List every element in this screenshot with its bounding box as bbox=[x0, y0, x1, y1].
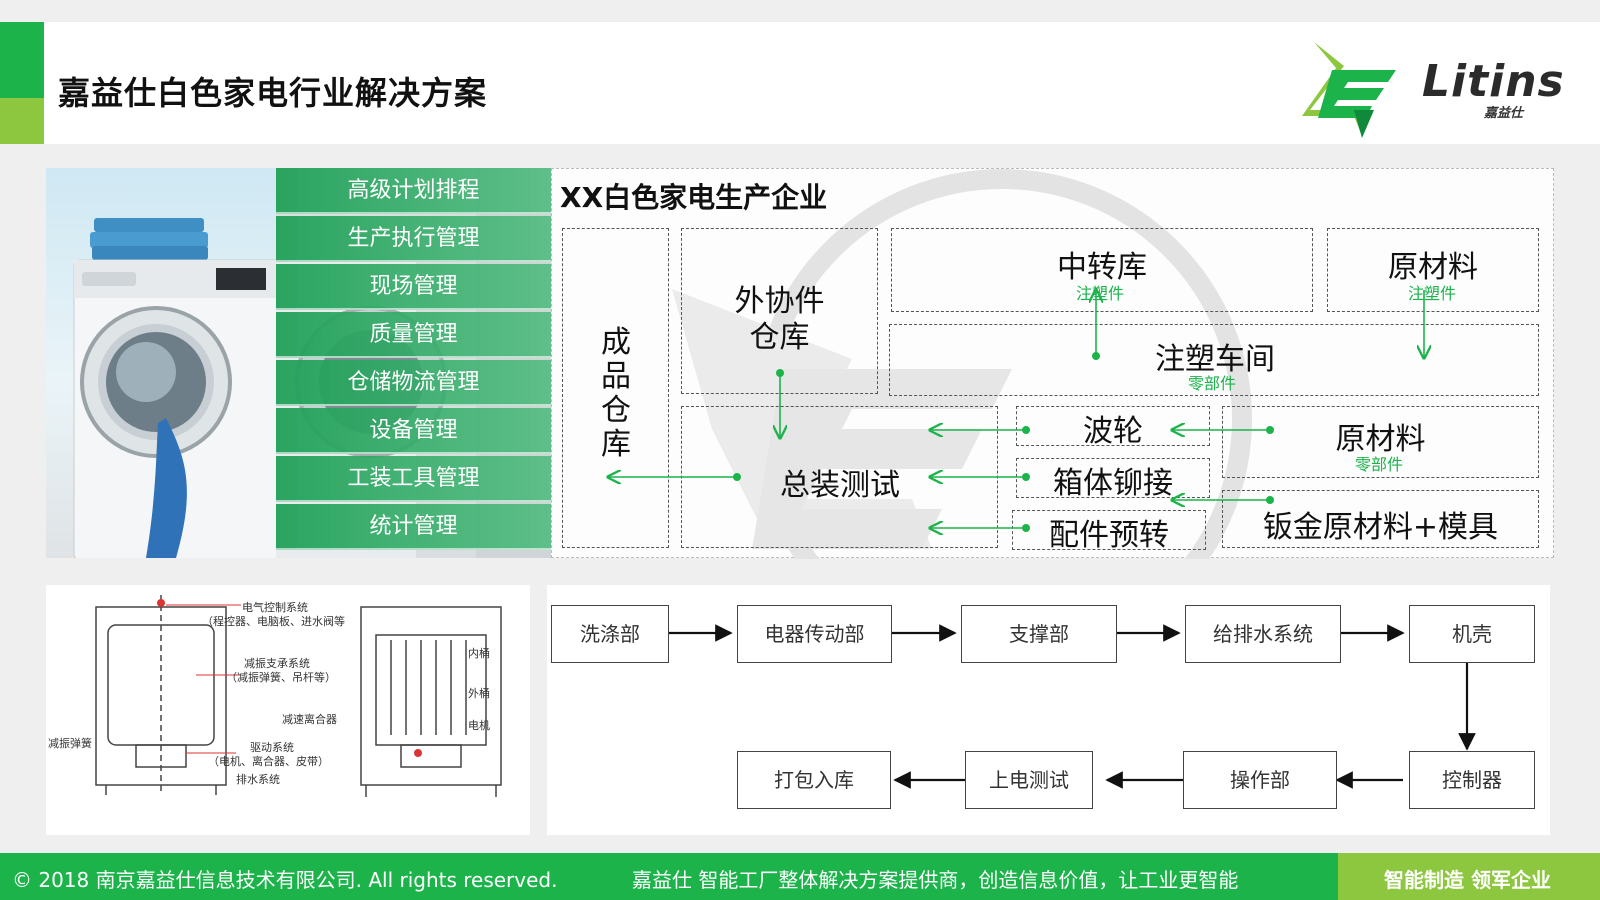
raw-material-top-label: 原材料 bbox=[1388, 250, 1478, 285]
label-electrical: 电气控制系统 bbox=[242, 601, 308, 614]
menu-item-statistics[interactable]: 统计管理 bbox=[276, 504, 551, 550]
footer-copyright: © 2018 南京嘉益仕信息技术有限公司. All rights reserve… bbox=[12, 868, 558, 892]
raw-material-top-sub: 注塑件 bbox=[1408, 284, 1457, 303]
outsource-label-line1: 外协件 bbox=[734, 284, 825, 319]
label-damping-sub: （减振弹簧、吊杆等） bbox=[226, 671, 336, 684]
flow-step-power-test: 上电测试 bbox=[965, 751, 1093, 809]
flow-step-operation: 操作部 bbox=[1183, 751, 1337, 809]
label-damping: 减振支承系统 bbox=[244, 657, 310, 670]
transfer-store-sub: 注塑件 bbox=[1076, 284, 1125, 303]
flow-step-electrical-drive: 电器传动部 bbox=[737, 605, 892, 663]
assembly-test-label: 总装测试 bbox=[780, 468, 900, 503]
raw-material-mid-label: 原材料 bbox=[1335, 422, 1426, 457]
raw-material-top-box bbox=[1327, 228, 1539, 312]
menu-item-tooling[interactable]: 工装工具管理 bbox=[276, 456, 551, 502]
flow-step-water-system: 给排水系统 bbox=[1185, 605, 1341, 663]
footer-accent bbox=[1338, 853, 1600, 900]
menu-item-warehouse[interactable]: 仓储物流管理 bbox=[276, 360, 551, 406]
washer-cross-section-icon bbox=[95, 595, 502, 797]
washing-machine-photo bbox=[46, 168, 276, 558]
menu-item-equipment[interactable]: 设备管理 bbox=[276, 408, 551, 454]
injection-workshop-label: 注塑车间 bbox=[1155, 342, 1275, 377]
label-electrical-sub: （程控器、电脑板、进水阀等 bbox=[202, 615, 345, 628]
page-title: 嘉益仕白色家电行业解决方案 bbox=[58, 74, 488, 112]
sheet-metal-label: 钣金原材料+模具 bbox=[1262, 510, 1499, 545]
impeller-box bbox=[1016, 406, 1210, 446]
cabinet-riveting-label: 箱体铆接 bbox=[1053, 466, 1173, 501]
flow-arrows bbox=[669, 624, 1476, 789]
menu-item-mes[interactable]: 生产执行管理 bbox=[276, 216, 551, 262]
label-motor: 电机 bbox=[468, 719, 490, 732]
finished-warehouse-box bbox=[562, 228, 669, 548]
flow-step-packing: 打包入库 bbox=[737, 751, 891, 809]
footer-bar bbox=[0, 853, 1600, 900]
label-inner: 内桶 bbox=[468, 647, 490, 660]
header-accent-dark bbox=[0, 22, 44, 98]
raw-material-mid-box bbox=[1222, 406, 1539, 478]
transfer-store-label: 中转库 bbox=[1057, 250, 1147, 285]
transfer-store-box bbox=[891, 228, 1313, 312]
label-drive: 驱动系统 bbox=[250, 741, 294, 754]
parts-prerotation-box bbox=[1012, 510, 1206, 550]
menu-item-quality[interactable]: 质量管理 bbox=[276, 312, 551, 358]
sheet-metal-box bbox=[1222, 490, 1539, 548]
footer-slogan: 嘉益仕 智能工厂整体解决方案提供商，创造信息价值，让工业更智能 bbox=[632, 868, 1239, 892]
menu-item-aps[interactable]: 高级计划排程 bbox=[276, 168, 551, 214]
footer-motto: 智能制造 领军企业 bbox=[1384, 868, 1551, 892]
assembly-process-flow: 洗涤部 电器传动部 支撑部 给排水系统 机壳 控制器 操作部 上电测试 打包入库 bbox=[547, 585, 1550, 835]
injection-workshop-box bbox=[889, 324, 1539, 396]
label-spring: 减振弹簧 bbox=[48, 737, 92, 750]
logo-subtitle: 嘉益仕 bbox=[1484, 106, 1524, 121]
raw-material-mid-sub: 零部件 bbox=[1355, 455, 1404, 474]
injection-workshop-sub: 零部件 bbox=[1188, 374, 1237, 393]
outsource-label-line2: 仓库 bbox=[749, 320, 810, 355]
flow-step-casing: 机壳 bbox=[1409, 605, 1535, 663]
impeller-label: 波轮 bbox=[1083, 414, 1143, 449]
diagram-title: XX白色家电生产企业 bbox=[560, 181, 828, 214]
brand-logo: Litins 嘉益仕 bbox=[1296, 40, 1566, 140]
label-drive-sub: （电机、离合器、皮带） bbox=[208, 755, 329, 768]
cabinet-riveting-box bbox=[1016, 458, 1210, 498]
litins-logo-icon bbox=[1302, 42, 1396, 138]
label-outer: 外桶 bbox=[468, 687, 490, 700]
flow-step-washing: 洗涤部 bbox=[551, 605, 669, 663]
washer-structure-drawing: 电气控制系统 （程控器、电脑板、进水阀等 减振支承系统 （减振弹簧、吊杆等） 减… bbox=[46, 585, 530, 835]
parts-prerotation-label: 配件预转 bbox=[1049, 518, 1169, 553]
solution-menu: 高级计划排程 生产执行管理 现场管理 质量管理 仓储物流管理 设备管理 工装工具… bbox=[276, 168, 551, 558]
label-clutch: 减速离合器 bbox=[282, 713, 337, 726]
watermark-icon bbox=[672, 169, 1252, 559]
header-accent-light bbox=[0, 98, 44, 144]
logo-wordmark: Litins bbox=[1422, 56, 1565, 107]
flow-step-controller: 控制器 bbox=[1409, 751, 1535, 809]
label-drain: 排水系统 bbox=[236, 773, 280, 786]
factory-diagram-panel bbox=[551, 168, 1554, 559]
finished-warehouse-label: 成品仓库 bbox=[601, 325, 631, 462]
flow-step-support: 支撑部 bbox=[961, 605, 1117, 663]
menu-item-site[interactable]: 现场管理 bbox=[276, 264, 551, 310]
